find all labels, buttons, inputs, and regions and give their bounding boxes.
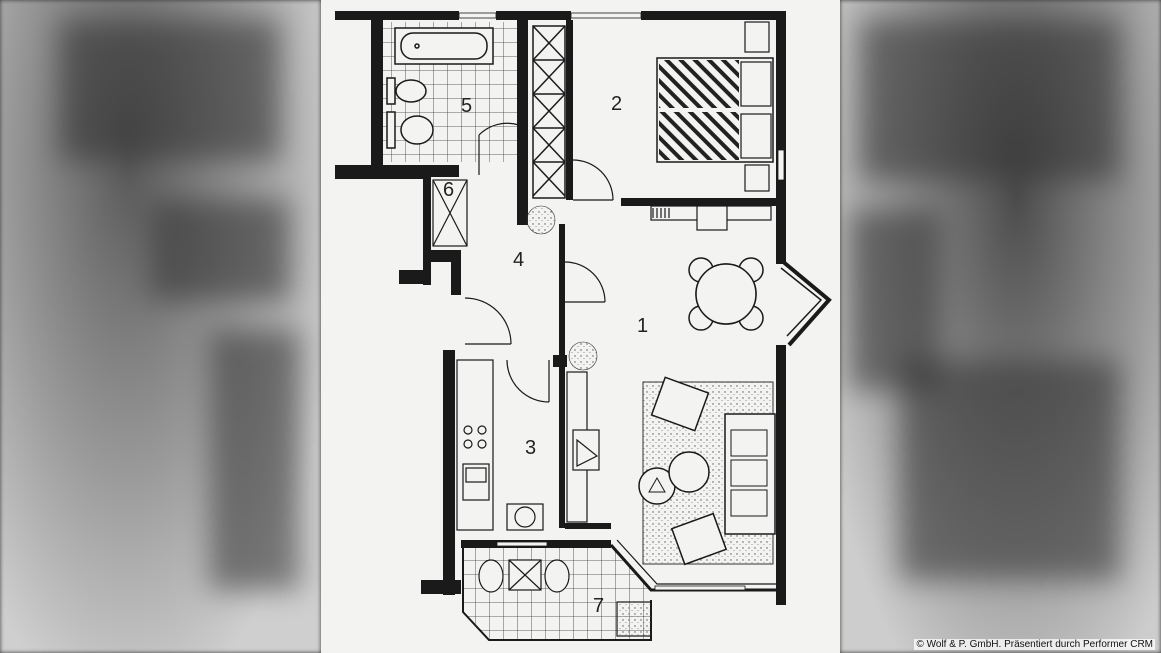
double-bed <box>656 21 774 192</box>
room-number-3: 3 <box>525 437 536 459</box>
room-number-1: 1 <box>637 315 648 337</box>
balcony-furniture <box>478 559 652 637</box>
walls <box>335 11 786 605</box>
windows <box>458 12 785 591</box>
room-number-2: 2 <box>611 93 622 115</box>
wardrobe <box>532 25 566 199</box>
desk <box>650 205 772 231</box>
blurred-background-right <box>840 0 1161 653</box>
floor-plan-drawing: 1 2 3 4 5 6 7 <box>335 11 832 641</box>
dining-table <box>688 257 764 331</box>
floor-plan: 1 2 3 4 5 6 7 <box>321 0 840 653</box>
room-number-7: 7 <box>593 595 604 617</box>
bathtub <box>394 27 494 65</box>
storage-cabinet <box>432 179 468 247</box>
living-room-seating <box>638 376 776 566</box>
room-number-4: 4 <box>513 249 524 271</box>
copyright-notice: © Wolf & P. GmbH. Präsentiert durch Perf… <box>914 639 1155 650</box>
washbasin <box>386 111 434 149</box>
room-number-5: 5 <box>461 95 472 117</box>
plants <box>526 205 598 371</box>
door-swings <box>464 122 614 403</box>
kitchen-counter <box>456 359 544 531</box>
tv-cabinet <box>566 371 600 523</box>
toilet <box>386 77 427 105</box>
room-number-6: 6 <box>443 179 454 201</box>
blurred-background-left <box>0 0 321 653</box>
bay-window-wall <box>779 258 832 347</box>
